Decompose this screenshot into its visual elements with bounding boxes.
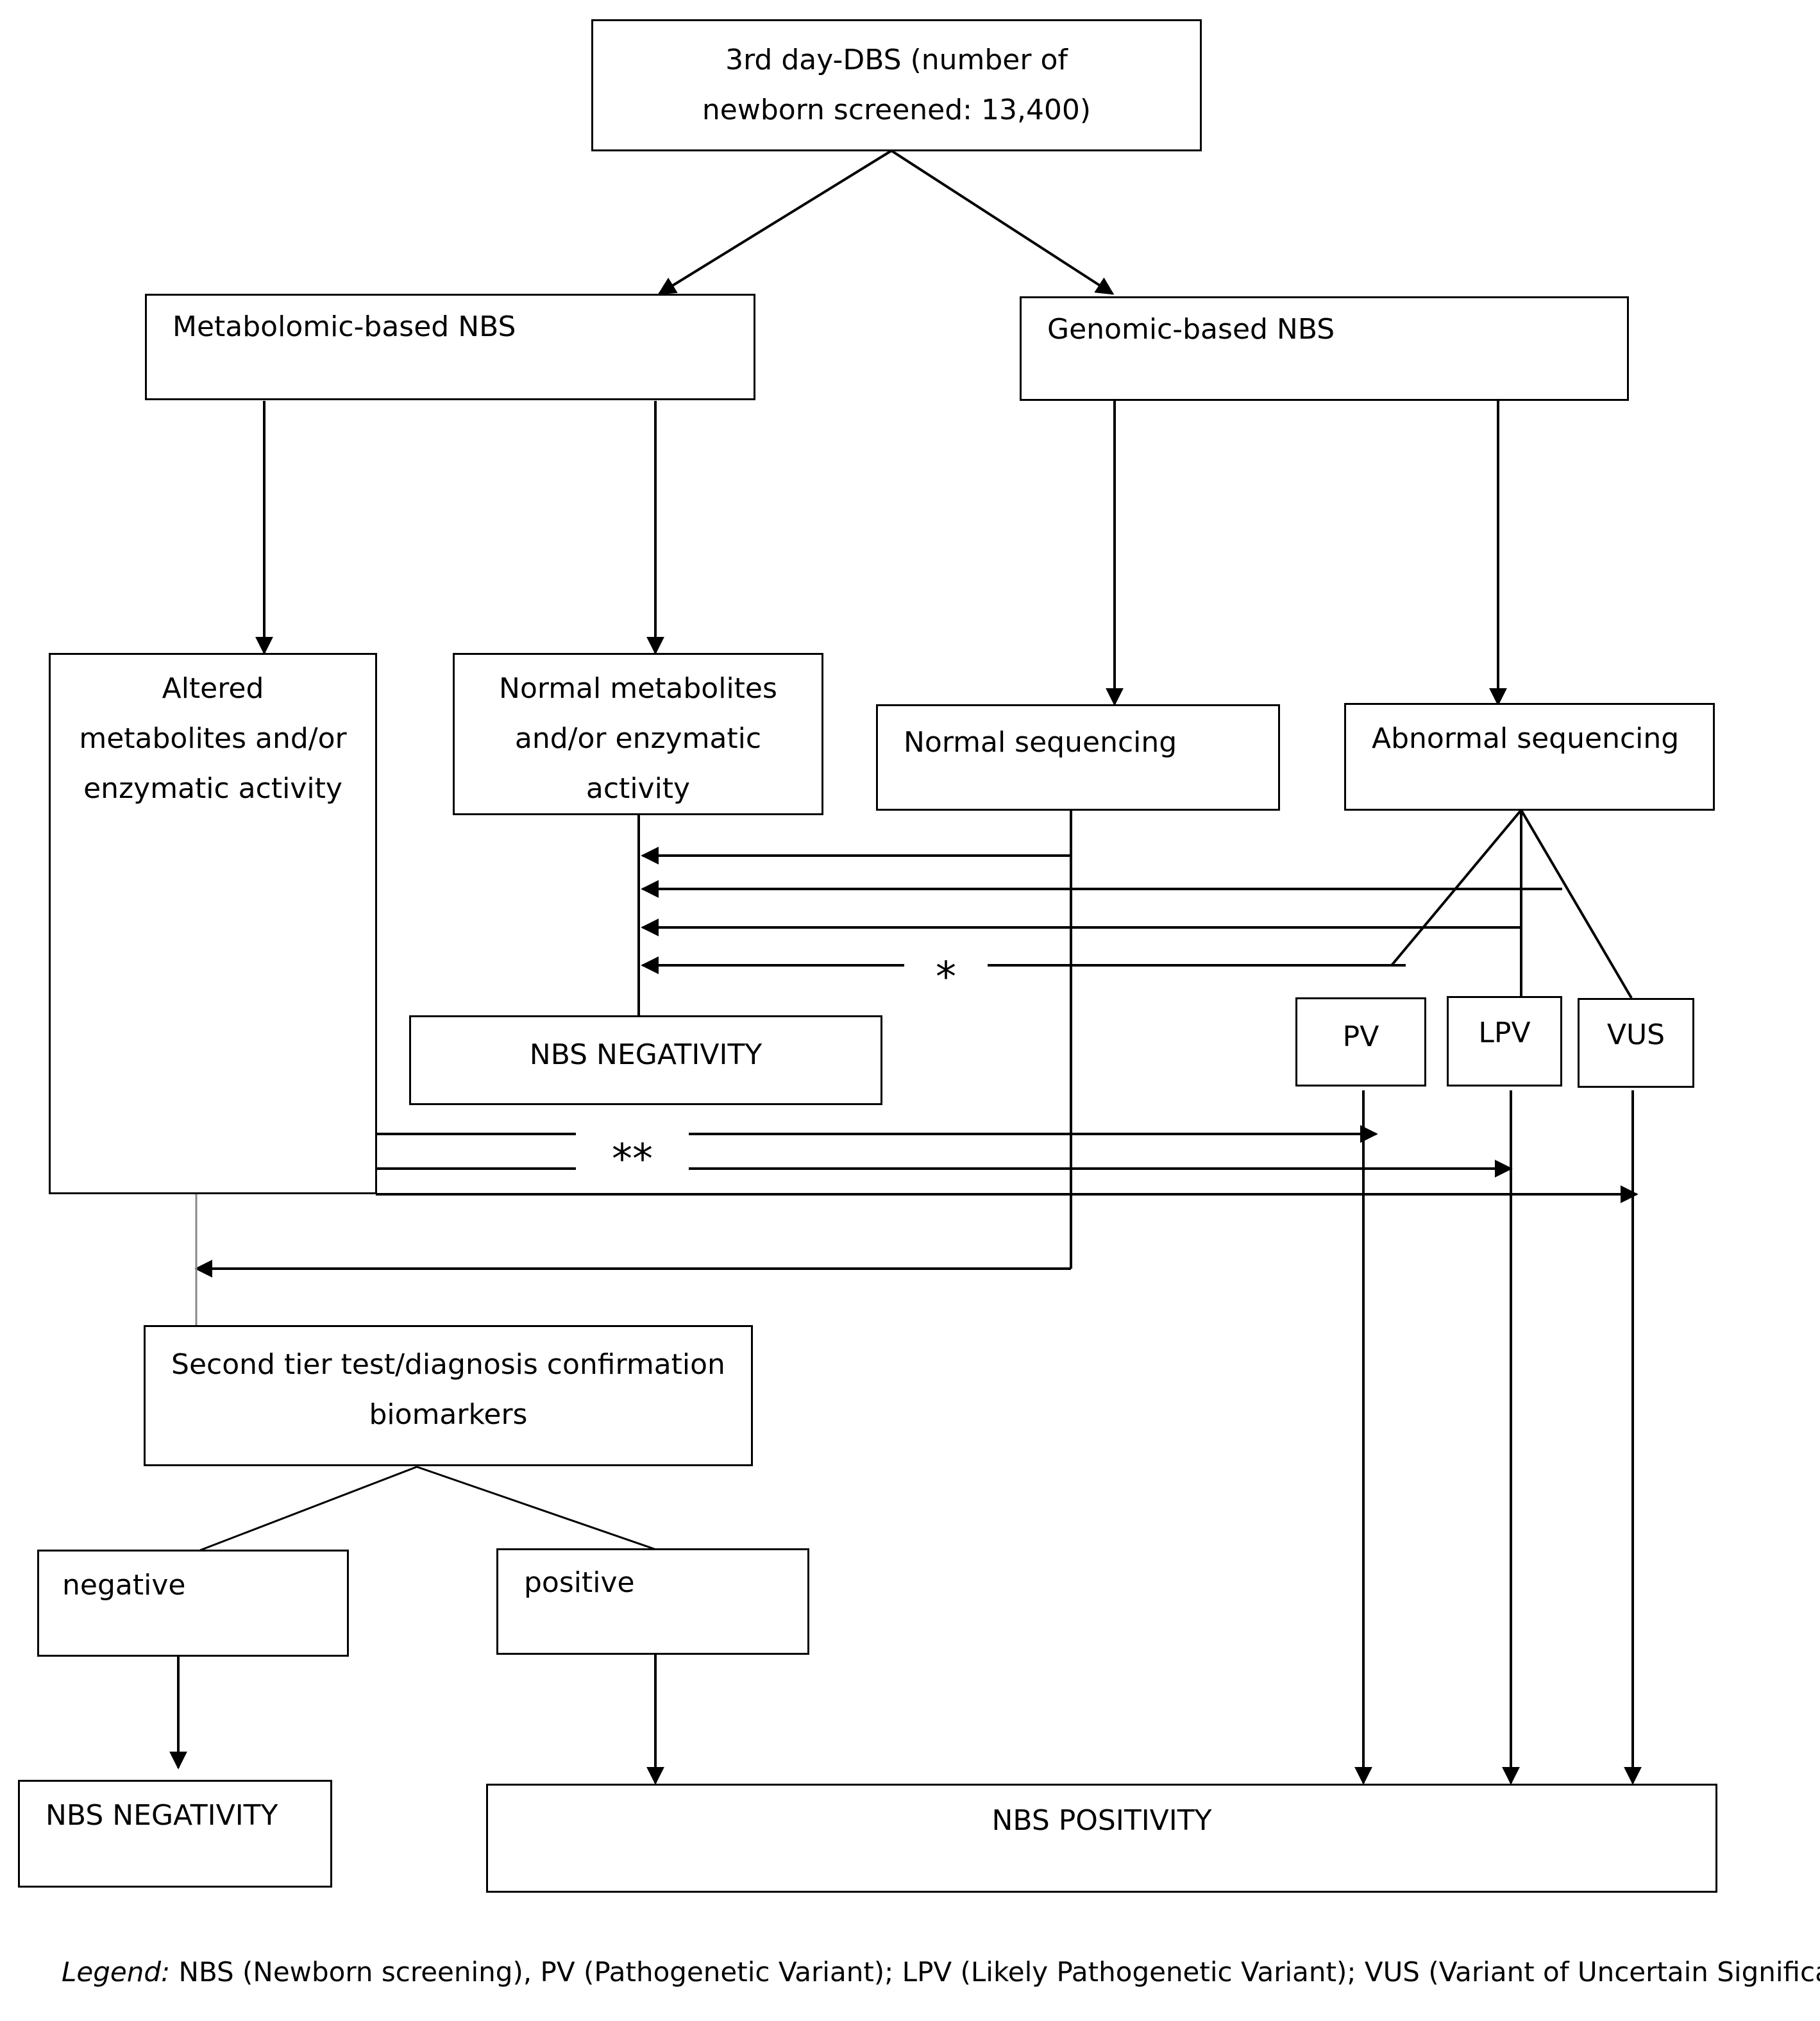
arrow-dbs-to-genomic [890,149,1115,295]
genomic-box: Genomic-based NBS [1020,296,1629,401]
legend: Legend: NBS (Newborn screening), PV (Pat… [62,1956,1820,1988]
abnormal-sequencing-box: Abnormal sequencing [1344,703,1715,811]
double-star-mark: ** [576,1121,689,1193]
normal-metabolites-label: Normal metabolites and/or enzymatic acti… [499,672,777,805]
nbs-negativity-mid-label: NBS NEGATIVITY [529,1038,763,1071]
normal-metabolites-box: Normal metabolites and/or enzymatic acti… [453,653,823,815]
nbs-negativity-bottom-label: NBS NEGATIVITY [46,1799,278,1832]
vus-label: VUS [1606,1019,1665,1051]
second-tier-label: Second tier test/diagnosis confirmation … [171,1348,725,1431]
abnormal-sequencing-label: Abnormal sequencing [1372,722,1680,755]
positive-box: positive [496,1548,809,1655]
nbs-negativity-mid-box: NBS NEGATIVITY [409,1015,882,1105]
dbs-label: 3rd day-DBS (number of newborn screened:… [702,44,1091,126]
nbs-positivity-label: NBS POSITIVITY [991,1804,1212,1837]
pv-box: PV [1295,997,1426,1087]
negative-box: negative [37,1550,349,1657]
arrow-dbs-to-metabolomic [657,149,893,295]
positive-label: positive [524,1566,635,1599]
metabolomic-label: Metabolomic-based NBS [173,310,516,343]
nbs-negativity-bottom-box: NBS NEGATIVITY [18,1780,332,1888]
second-tier-box: Second tier test/diagnosis confirmation … [144,1325,753,1466]
pv-label: PV [1342,1020,1379,1053]
lpv-box: LPV [1447,996,1562,1087]
single-star-mark: * [904,948,988,1001]
connector-abnormal-to-vus [1520,809,1633,999]
legend-text: NBS (Newborn screening), PV (Pathogeneti… [170,1956,1820,1988]
negative-label: negative [62,1569,186,1602]
genomic-label: Genomic-based NBS [1047,313,1335,346]
nbs-positivity-box: NBS POSITIVITY [486,1784,1717,1893]
metabolomic-box: Metabolomic-based NBS [145,294,755,400]
legend-label: Legend: [62,1956,171,1988]
altered-box: Altered metabolites and/or enzymatic act… [49,653,377,1194]
connector-second-tier-to-negative [199,1466,417,1552]
vus-box: VUS [1578,998,1694,1088]
altered-label: Altered metabolites and/or enzymatic act… [79,672,347,805]
dbs-box: 3rd day-DBS (number of newborn screened:… [591,19,1202,151]
normal-sequencing-label: Normal sequencing [904,726,1177,759]
connector-second-tier-to-positive [416,1466,659,1552]
lpv-label: LPV [1478,1017,1531,1049]
normal-sequencing-box: Normal sequencing [876,704,1280,811]
